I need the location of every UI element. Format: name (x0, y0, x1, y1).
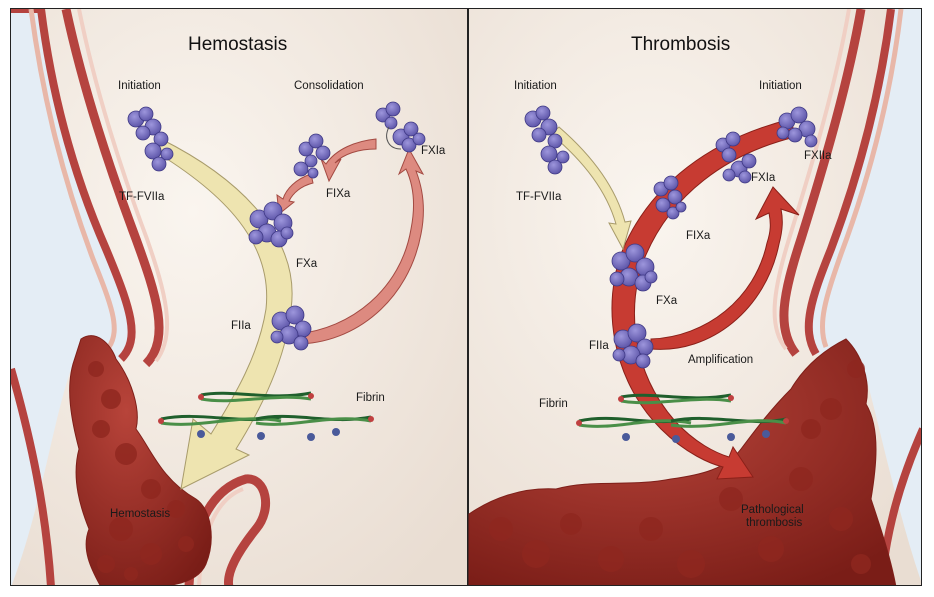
left-fxa-label: FXa (296, 258, 318, 270)
left-fxia-to-fixa-arrow (320, 138, 377, 183)
left-fixa-label: FIXa (326, 188, 351, 200)
left-tf-fviia-label: TF-FVIIa (119, 191, 165, 203)
left-hemostasis-clot-label: Hemostasis (110, 508, 170, 520)
right-fxa-label: FXa (656, 295, 678, 307)
fibrin-left (158, 391, 374, 441)
right-fiia-label: FIIa (589, 340, 609, 352)
right-clot-label-line2: thrombosis (746, 517, 802, 529)
right-vessel (772, 9, 921, 585)
right-initiation-label-2: Initiation (759, 80, 802, 92)
right-fxiia-label: FXIIa (804, 150, 832, 162)
right-fxia-label: FXIa (751, 172, 776, 184)
protein-fiia-right (612, 323, 654, 369)
fibrin-right (576, 393, 789, 443)
right-amplification-loop-arrow (650, 186, 800, 350)
right-clot-texture (489, 360, 871, 578)
protein-fxa-left (248, 201, 294, 248)
protein-fxia-left (375, 101, 426, 153)
left-fibrin-label: Fibrin (356, 392, 385, 404)
left-title: Hemostasis (188, 34, 287, 55)
protein-fixa-left (293, 133, 331, 179)
protein-tf-fviia-right (524, 105, 570, 175)
diagram-frame: Hemostasis Initiation Consolidation TF-F… (10, 8, 922, 586)
right-title: Thrombosis (631, 34, 730, 55)
left-fiia-label: FIIa (231, 320, 251, 332)
left-initiation-label: Initiation (118, 80, 161, 92)
protein-fixa-right (653, 175, 687, 220)
right-clot-label-line1: Pathological (741, 504, 804, 516)
right-fixa-label: FIXa (686, 230, 711, 242)
right-amplification-label: Amplification (688, 354, 753, 366)
protein-tf-fviia-left (127, 106, 174, 172)
right-initiation-label-1: Initiation (514, 80, 557, 92)
left-clot-texture (88, 361, 194, 581)
protein-fxia-right (715, 131, 757, 184)
right-tf-fviia-label: TF-FVIIa (516, 191, 562, 203)
right-fibrin-label: Fibrin (539, 398, 568, 410)
protein-fiia-left (270, 305, 312, 351)
left-fxia-label: FXIa (421, 145, 446, 157)
left-consolidation-loop-arrow (295, 147, 425, 345)
protein-fxiia-right (776, 106, 818, 148)
coagulation-diagram: Hemostasis Initiation Consolidation TF-F… (11, 9, 921, 585)
protein-fxa-right (609, 243, 658, 292)
left-fixa-to-fxa-arrow (276, 173, 314, 215)
left-consolidation-label: Consolidation (294, 80, 364, 92)
